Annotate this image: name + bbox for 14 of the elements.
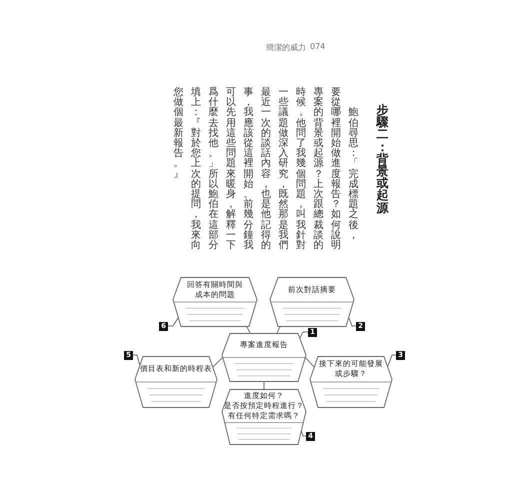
leader-line — [348, 318, 356, 326]
leader-line — [132, 354, 140, 366]
leader-line — [168, 318, 178, 326]
section-heading: 步驟二：背景或起源 — [375, 104, 390, 214]
connector-line — [304, 356, 314, 368]
leader-line — [300, 332, 308, 338]
connector-line — [276, 326, 280, 334]
connector-line — [212, 356, 224, 368]
body-paragraph: 鮑伯尋思：「完成標題之後，要從哪裡開始做進度報告？如何說明專案的背景或起源？上次跟總裁談的時候，他問了我幾個問題，叫我針對一些議題做深入研究，既然那是我們最近一次的談話內容，也是他記得的事，我應該從這裡開始。前幾分鐘我可以先用這些問題來暖身，解釋一下爲什麼去找他。」所以鮑伯在這部分填上：『對於您上次的提問，我來向您做個最新報告。』 — [172, 88, 360, 252]
leader-line — [388, 354, 396, 366]
connector-line — [246, 326, 250, 334]
running-header: 簡潔的威力 — [266, 42, 306, 53]
leader-line — [300, 430, 306, 436]
page-number: 074 — [310, 42, 326, 51]
